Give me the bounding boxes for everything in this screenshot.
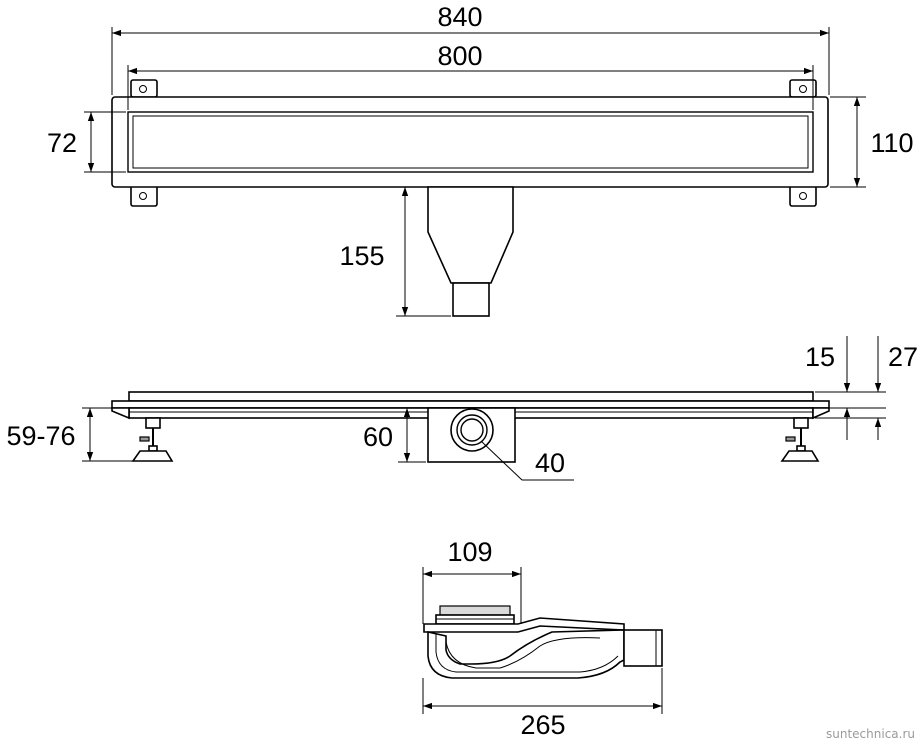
leg-right: [780, 417, 820, 462]
dim-siphon-width: 109: [447, 537, 492, 567]
outlet-pipe: [452, 282, 490, 317]
dim-outlet-depth: 155: [339, 241, 384, 271]
mounting-bracket-top-right: [789, 79, 817, 98]
side-channel-flange: [111, 400, 830, 409]
dim-grate-width: 72: [47, 128, 77, 158]
top-view: 840 800 72 110 155: [47, 2, 914, 317]
dim-overall-length: 840: [437, 2, 482, 32]
dim-siphon-length: 265: [520, 710, 565, 740]
dim-frame-height-2: 27: [888, 342, 918, 372]
grate: [127, 111, 814, 173]
grate-inner: [132, 115, 809, 169]
siphon-body: [427, 629, 625, 679]
mounting-bracket-bottom-right: [789, 185, 817, 207]
dim-channel-length: 800: [437, 41, 482, 71]
dim-frame-height-1: 15: [805, 342, 835, 372]
dim-outlet-diameter: 40: [535, 448, 565, 478]
side-view: 59-76 60 40 15 27: [6, 336, 918, 481]
mounting-bracket-bottom-left: [130, 185, 158, 207]
dim-overall-width: 110: [870, 128, 913, 158]
outlet-ring-middle: [456, 414, 488, 446]
channel-frame: [111, 96, 829, 188]
leg-left: [131, 417, 174, 462]
dim-leg-height: 59-76: [6, 421, 75, 451]
mounting-bracket-top-left: [130, 79, 158, 98]
outlet-funnel: [427, 186, 514, 284]
siphon-cap-top: [439, 605, 511, 616]
siphon-view: 109 265: [422, 537, 663, 740]
outlet-ring-inner: [460, 418, 484, 442]
dim-outlet-height: 60: [363, 422, 393, 452]
watermark: suntechnica.ru: [826, 727, 915, 741]
side-grate-plate: [128, 391, 814, 402]
